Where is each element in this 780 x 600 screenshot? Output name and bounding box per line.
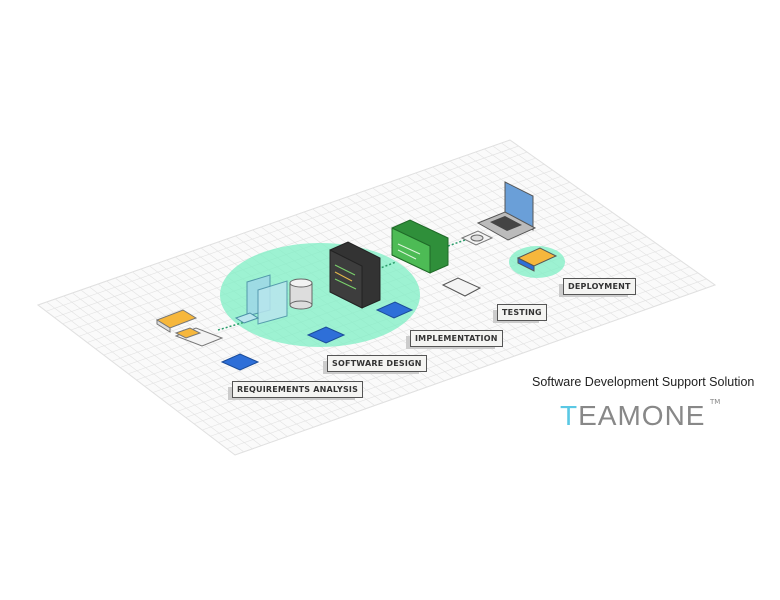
- logo-text: EAMONE: [578, 400, 706, 431]
- test-server-stack-icon: [391, 219, 449, 274]
- label-deployment: DEPLOYMENT: [563, 278, 636, 295]
- deployment-package-icon: [516, 247, 558, 272]
- grid-line: [218, 272, 699, 443]
- design-windows-icon: [234, 274, 288, 325]
- label-implementation: IMPLEMENTATION: [410, 330, 503, 347]
- requirements-documents-icon: [155, 309, 224, 347]
- connector-dotted: [447, 239, 466, 247]
- grid-line: [46, 145, 519, 312]
- grid-line: [54, 151, 528, 318]
- grid-line: [169, 236, 647, 406]
- test-report-icon: [441, 277, 482, 297]
- grid-line: [234, 284, 716, 456]
- code-server-stack-icon: [329, 241, 381, 309]
- grid-line: [226, 278, 707, 450]
- grid-line: [62, 157, 536, 325]
- teamone-logo: TEAMONE: [560, 400, 705, 432]
- label-requirements-analysis: REQUIREMENTS ANALYSIS: [232, 381, 364, 398]
- logo-letter-t: T: [560, 400, 579, 431]
- laptop-icon: [476, 181, 537, 241]
- grid-line: [37, 139, 511, 306]
- trademark: TM: [710, 398, 721, 406]
- label-software-design: SOFTWARE DESIGN: [327, 355, 427, 372]
- grid-line: [210, 266, 690, 437]
- blue-document-icon: [220, 301, 414, 371]
- connector-dotted: [377, 261, 397, 270]
- cd-disc-icon: [460, 230, 494, 246]
- database-icon: [289, 278, 313, 310]
- connector-dotted: [217, 321, 246, 331]
- label-testing: TESTING: [497, 304, 547, 321]
- product-subtitle: Software Development Support Solution: [532, 375, 755, 389]
